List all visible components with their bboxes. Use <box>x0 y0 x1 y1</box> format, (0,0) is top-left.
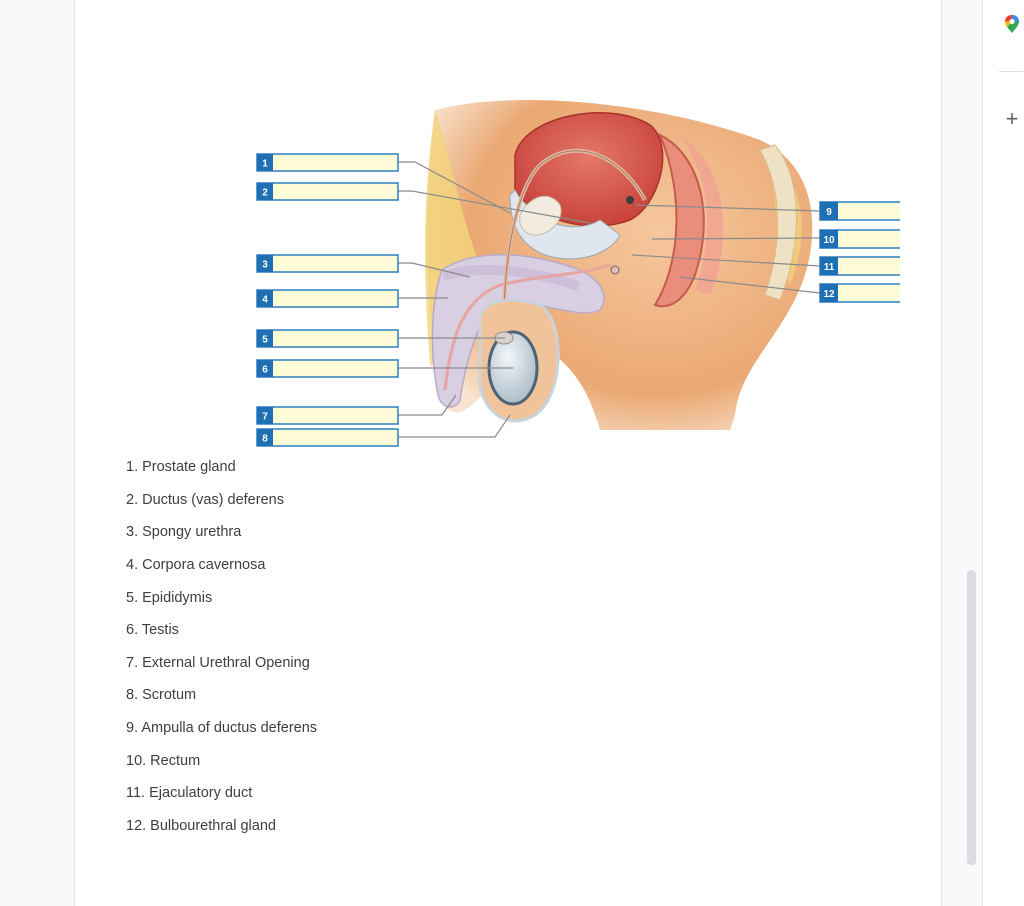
list-item: 5. Epididymis <box>126 589 213 606</box>
list-item: 8. Scrotum <box>126 687 197 704</box>
label-box-number-9: 9 <box>826 207 832 218</box>
list-item: 3. Spongy urethra <box>126 524 242 541</box>
list-item: 2. Ductus (vas) deferens <box>126 491 284 508</box>
label-box-group-left: 1 2 3 4 <box>256 153 399 447</box>
list-item: 12. Bulbourethral gland <box>126 817 276 834</box>
label-box-number-11: 11 <box>824 262 835 273</box>
document-page[interactable]: 1 2 3 4 <box>75 0 941 906</box>
side-panel: + <box>982 0 1024 906</box>
label-box-number-7: 7 <box>262 412 268 423</box>
label-box-number-3: 3 <box>262 260 268 271</box>
list-item: 7. External Urethral Opening <box>126 654 310 671</box>
list-item: 9. Ampulla of ductus deferens <box>126 720 318 737</box>
male-reproductive-illustration: 1 2 3 4 <box>256 100 900 447</box>
side-panel-divider <box>999 71 1023 72</box>
label-box-group-right: 9 10 11 12 <box>819 201 900 303</box>
list-item: 11. Ejaculatory duct <box>126 785 253 802</box>
label-box-number-4: 4 <box>262 295 268 306</box>
label-box-number-1: 1 <box>262 159 268 170</box>
label-box-number-6: 6 <box>262 365 268 376</box>
add-addon-button[interactable]: + <box>1005 106 1019 131</box>
vertical-scrollbar[interactable] <box>967 570 976 865</box>
anatomy-diagram[interactable]: 1 2 3 4 <box>180 95 900 450</box>
list-item: 10. Rectum <box>126 752 201 769</box>
list-item: 4. Corpora cavernosa <box>126 557 266 574</box>
list-item: 1. Prostate gland <box>126 459 236 476</box>
label-box-number-10: 10 <box>823 235 835 246</box>
label-box-number-5: 5 <box>262 335 268 346</box>
answer-list: 1. Prostate gland 2. Ductus (vas) defere… <box>126 451 317 842</box>
label-box-number-8: 8 <box>262 434 268 445</box>
list-item: 6. Testis <box>126 622 179 639</box>
label-box-number-12: 12 <box>823 289 835 300</box>
google-maps-icon[interactable] <box>1003 14 1021 34</box>
label-box-number-2: 2 <box>262 188 268 199</box>
